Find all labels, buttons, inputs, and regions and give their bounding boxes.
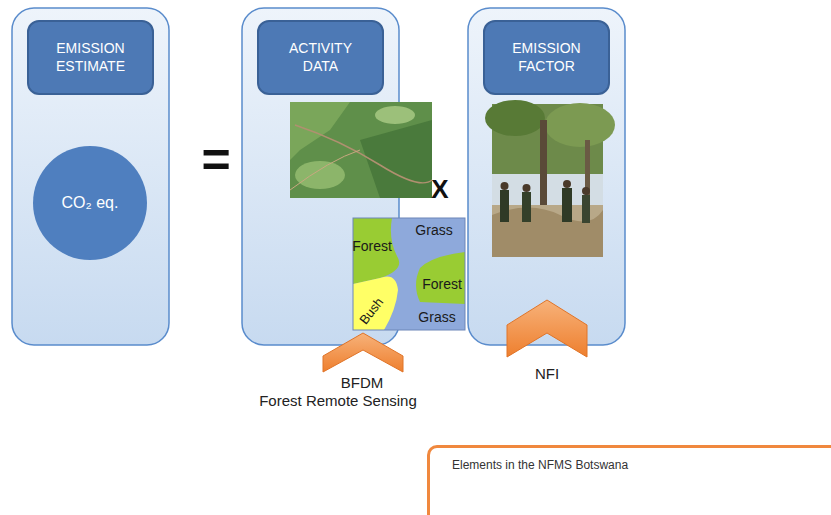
panel-header: EMISSION FACTOR <box>483 20 610 95</box>
panel-shape <box>468 8 625 345</box>
panel-shape <box>12 8 169 345</box>
source-label: BFDM <box>341 374 384 391</box>
map-label: Forest <box>422 276 462 292</box>
satellite-image <box>290 102 432 198</box>
field-photo <box>485 100 615 257</box>
panel-header: EMISSION ESTIMATE <box>27 20 154 95</box>
multiply-sign: X <box>431 175 448 205</box>
circle-text: CO₂ eq. <box>62 194 119 212</box>
panel-box: EMISSION ESTIMATE CO₂ eq. <box>12 8 169 345</box>
land-cover-map <box>353 218 465 330</box>
source-label: Forest Remote Sensing <box>259 392 417 409</box>
chevron-arrow <box>323 333 403 372</box>
chevron-arrow <box>507 300 587 357</box>
panel-header: ACTIVITY DATA <box>257 20 384 95</box>
map-label: Forest <box>352 238 392 254</box>
source-label: NFI <box>535 365 559 382</box>
result-circle: CO₂ eq. <box>33 146 147 260</box>
map-label: Grass <box>418 309 455 325</box>
caption-box: Elements in the NFMS Botswana <box>427 445 831 515</box>
map-label: Bush <box>357 295 387 328</box>
caption-text: Elements in the NFMS Botswana <box>452 458 628 472</box>
map-label: Grass <box>415 222 452 238</box>
panel-box: ACTIVITY DATA <box>242 8 399 345</box>
panel-box: EMISSION FACTOR <box>468 8 625 345</box>
equals-sign: = <box>201 132 230 190</box>
